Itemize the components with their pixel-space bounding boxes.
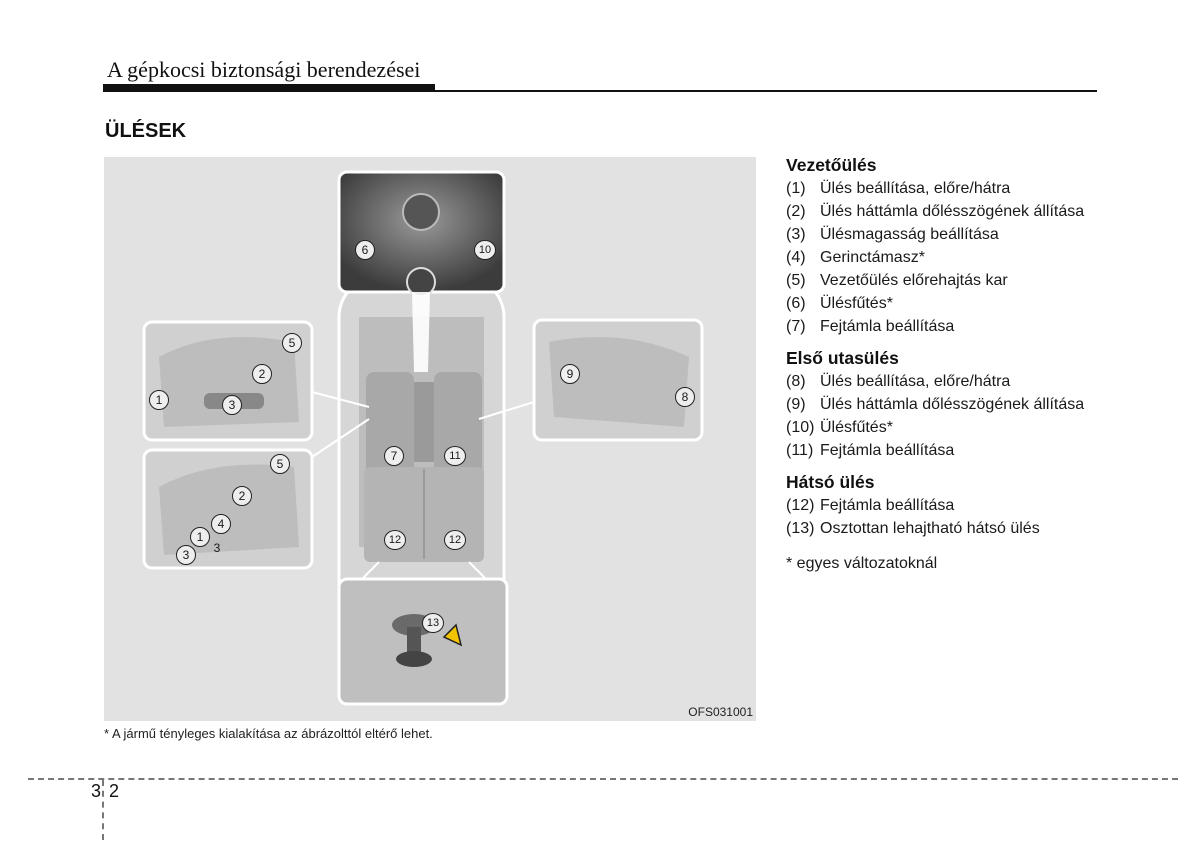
page-chapter: 3: [90, 781, 101, 801]
callout-5-lower: 5: [270, 454, 290, 474]
callout-12-left: 12: [384, 530, 406, 550]
list-item: (3)Ülésmagasság beállítása: [786, 226, 999, 243]
footer-vertical-divider: [102, 780, 104, 840]
callout-1-lower: 1: [190, 527, 210, 547]
callout-11: 11: [444, 446, 466, 466]
callout-5-upper: 5: [282, 333, 302, 353]
header-rule-thick: [103, 84, 435, 92]
list-item: (12)Fejtámla beállítása: [786, 497, 955, 514]
callout-10: 10: [474, 240, 496, 260]
list-item: (13)Osztottan lehajtható hátsó ülés: [786, 520, 1040, 537]
legend-group-driver-seat: Vezetőülés (1)Ülés beállítása, előre/hát…: [786, 155, 1086, 337]
page-index: 2: [108, 781, 119, 801]
callout-9: 9: [560, 364, 580, 384]
section-title: ÜLÉSEK: [105, 120, 187, 142]
list-item: (10)Ülésfűtés*: [786, 419, 893, 436]
header-rule-thin: [435, 90, 1097, 92]
legend-group-title: Hátsó ülés: [786, 472, 875, 492]
callout-8: 8: [675, 387, 695, 407]
callout-2-lower: 2: [232, 486, 252, 506]
callout-2-upper: 2: [252, 364, 272, 384]
figure-code: OFS031001: [688, 705, 753, 719]
callout-3-upper: 3: [222, 395, 242, 415]
list-item: (9)Ülés háttámla dőlésszögének állítása: [786, 396, 1085, 413]
chapter-title: A gépkocsi biztonsági berendezései: [107, 57, 421, 82]
list-item: (7)Fejtámla beállítása: [786, 318, 955, 335]
legend-group-title: Vezetőülés: [786, 155, 877, 175]
footer-divider: [28, 778, 1178, 780]
list-item: (8)Ülés beállítása, előre/hátra: [786, 373, 1011, 390]
callout-1-upper: 1: [149, 390, 169, 410]
callout-3-lower-a: 3: [176, 545, 196, 565]
figure-footnote: * A jármű tényleges kialakítása az ábráz…: [104, 726, 433, 741]
list-item: (11)Fejtámla beállítása: [786, 442, 955, 459]
list-item: (6)Ülésfűtés*: [786, 295, 893, 312]
list-item: (4)Gerinctámasz*: [786, 249, 925, 266]
legend: Vezetőülés (1)Ülés beállítása, előre/hát…: [786, 155, 1086, 573]
legend-group-front-passenger-seat: Első utasülés (8)Ülés beállítása, előre/…: [786, 348, 1086, 461]
legend-group-title: Első utasülés: [786, 348, 899, 368]
seat-illustration: 6 10 5 2 1 3 5 2 4 1 3 3 9 8 7 11 12 12 …: [104, 157, 756, 721]
callout-4-lower: 4: [211, 514, 231, 534]
list-item: (1)Ülés beállítása, előre/hátra: [786, 180, 1011, 197]
callout-3-lower-b: 3: [213, 541, 221, 555]
callout-13: 13: [422, 613, 444, 633]
callout-6: 6: [355, 240, 375, 260]
callout-12-right: 12: [444, 530, 466, 550]
legend-note: * egyes változatoknál: [786, 555, 938, 572]
callout-7: 7: [384, 446, 404, 466]
list-item: (2)Ülés háttámla dőlésszögének állítása: [786, 203, 1085, 220]
legend-group-rear-seat: Hátsó ülés (12)Fejtámla beállítása (13)O…: [786, 472, 1086, 539]
list-item: (5)Vezetőülés előrehajtás kar: [786, 272, 1008, 289]
